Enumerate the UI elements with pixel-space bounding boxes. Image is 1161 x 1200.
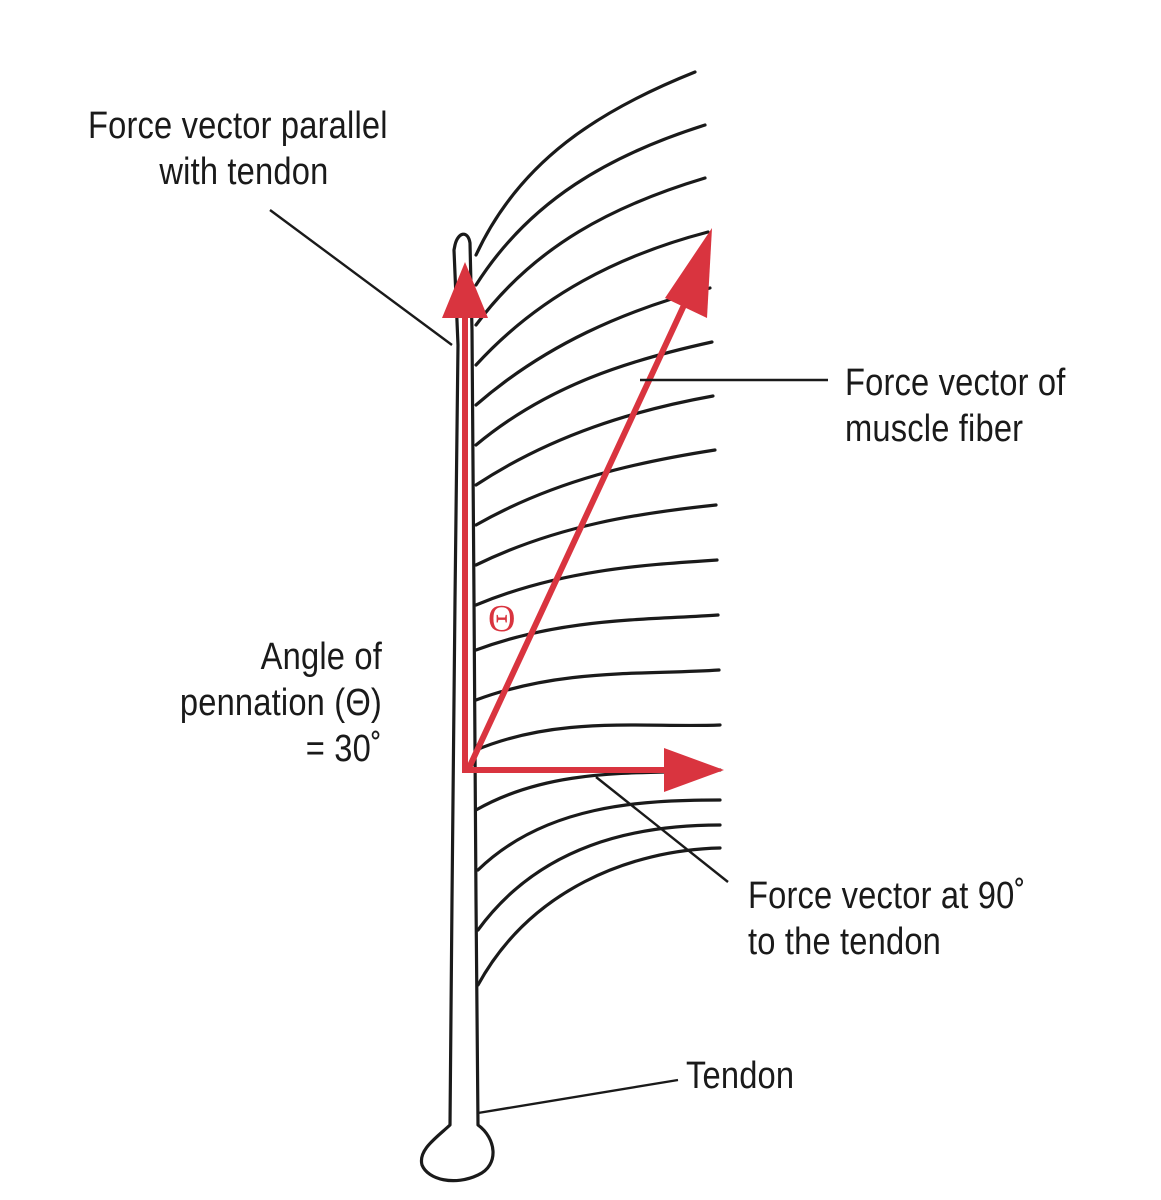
muscle-fiber <box>474 613 720 652</box>
fiber-vector-arrowhead <box>665 228 712 318</box>
label-angle-pennation: Angle of pennation (Θ) = 30˚ <box>180 634 382 772</box>
muscle-fiber <box>474 286 712 407</box>
label-force-fiber: Force vector of muscle fiber <box>845 360 1066 452</box>
perpendicular-vector-arrowhead <box>664 748 724 792</box>
muscle-fiber <box>474 70 697 257</box>
label-angle-line-3: = 30˚ <box>305 728 382 770</box>
tendon <box>419 232 495 1183</box>
muscle-fiber <box>474 230 710 367</box>
parallel-vector-arrowhead <box>442 262 488 318</box>
fiber-vector-shaft <box>465 286 695 772</box>
label-force-perpendicular: Force vector at 90˚ to the tendon <box>748 873 1026 965</box>
muscle-fiber <box>474 340 714 447</box>
muscle-fiber <box>474 123 707 287</box>
label-force-fiber-line-2: muscle fiber <box>845 408 1024 450</box>
label-force-fiber-line-1: Force vector of <box>845 362 1066 404</box>
label-force-parallel: Force vector parallel with tendon <box>88 103 388 195</box>
label-force-perpendicular-line-2: to the tendon <box>748 921 942 963</box>
leader-line-perpendicular <box>595 776 729 883</box>
leader-line-parallel <box>269 209 453 346</box>
label-force-parallel-line-1: Force vector parallel <box>88 105 388 147</box>
muscle-fiber <box>474 394 715 487</box>
label-tendon-text: Tendon <box>686 1055 795 1097</box>
muscle-fiber <box>474 503 718 567</box>
muscle-fiber <box>474 176 707 327</box>
label-force-parallel-line-2: with tendon <box>159 151 329 193</box>
label-tendon: Tendon <box>686 1053 794 1099</box>
muscle-fiber <box>474 448 717 527</box>
label-angle-line-1: Angle of <box>260 636 382 678</box>
force-vectors <box>442 228 724 792</box>
muscle-fiber <box>476 823 722 932</box>
muscle-fiber <box>474 723 722 752</box>
muscle-fiber <box>474 558 719 607</box>
label-force-perpendicular-line-1: Force vector at 90˚ <box>748 875 1026 917</box>
muscle-fiber <box>476 846 722 987</box>
label-angle-line-2: pennation (Θ) <box>179 682 382 724</box>
theta-symbol: Θ <box>488 598 516 640</box>
leader-line-tendon <box>477 1078 679 1115</box>
leader-lines <box>269 209 828 1115</box>
muscle-fiber <box>476 798 722 872</box>
